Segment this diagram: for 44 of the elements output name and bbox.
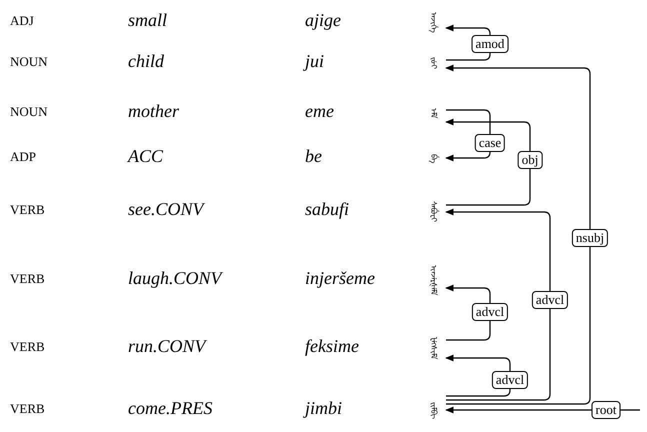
- gloss-text: laugh.CONV: [128, 269, 222, 287]
- dependency-arrow: [445, 208, 551, 401]
- manchu-word: ᠵᡠᡳ: [429, 57, 437, 69]
- gloss-text: see.CONV: [128, 200, 204, 218]
- transliteration-text: ajige: [305, 11, 341, 29]
- edge-label: root: [592, 401, 620, 419]
- transliteration-text: be: [305, 147, 322, 165]
- transliteration-text: eme: [305, 102, 334, 120]
- transliteration-text: jimbi: [305, 399, 342, 417]
- pos-tag: NOUN: [10, 104, 48, 118]
- dependency-arrow: [445, 118, 531, 206]
- dependency-arrow: [445, 354, 511, 397]
- manchu-word: ᠪᡝ: [429, 154, 437, 162]
- pos-tag: ADP: [10, 150, 36, 162]
- transliteration-text: sabufi: [305, 200, 350, 218]
- pos-tag: ADJ: [10, 14, 34, 26]
- edge-label: advcl: [532, 291, 568, 309]
- edge-label: nsubj: [572, 229, 608, 247]
- pos-tag: VERB: [10, 272, 45, 284]
- pos-tag: NOUN: [10, 54, 48, 68]
- gloss-text: run.CONV: [128, 337, 206, 355]
- edge-label: case: [474, 134, 506, 152]
- transliteration-text: injeršeme: [305, 269, 375, 287]
- gloss-text: mother: [128, 102, 179, 120]
- gloss-text: ACC: [128, 147, 164, 165]
- manchu-word: ᠰᠠᠪᡠᡶᡳ: [429, 200, 437, 222]
- pos-tag: VERB: [10, 340, 45, 352]
- manchu-word: ᡶᡝᡴᠰᡳᠮᡝ: [429, 337, 437, 359]
- pos-tag: VERB: [10, 202, 45, 216]
- dependency-arrow: [445, 64, 591, 405]
- pos-tag: VERB: [10, 402, 45, 414]
- manchu-word: ᠵᡳᠮᠪᡳ: [429, 402, 437, 418]
- gloss-text: child: [128, 52, 164, 70]
- manchu-word: ᡝᠮᡝ: [429, 108, 437, 118]
- manchu-word: ᠠᠵᡳᡤᡝ: [429, 12, 437, 32]
- gloss-text: small: [128, 11, 168, 29]
- edge-label: amod: [472, 35, 508, 53]
- edge-label: advcl: [492, 371, 528, 389]
- gloss-text: come.PRES: [128, 399, 212, 417]
- edge-label: advcl: [472, 303, 508, 321]
- transliteration-text: jui: [305, 52, 324, 70]
- transliteration-text: feksime: [305, 337, 359, 355]
- edge-label: obj: [518, 151, 542, 169]
- manchu-word: ᡳᠨᠵᡝᡵᡧᡝᠮᡝ: [429, 265, 437, 295]
